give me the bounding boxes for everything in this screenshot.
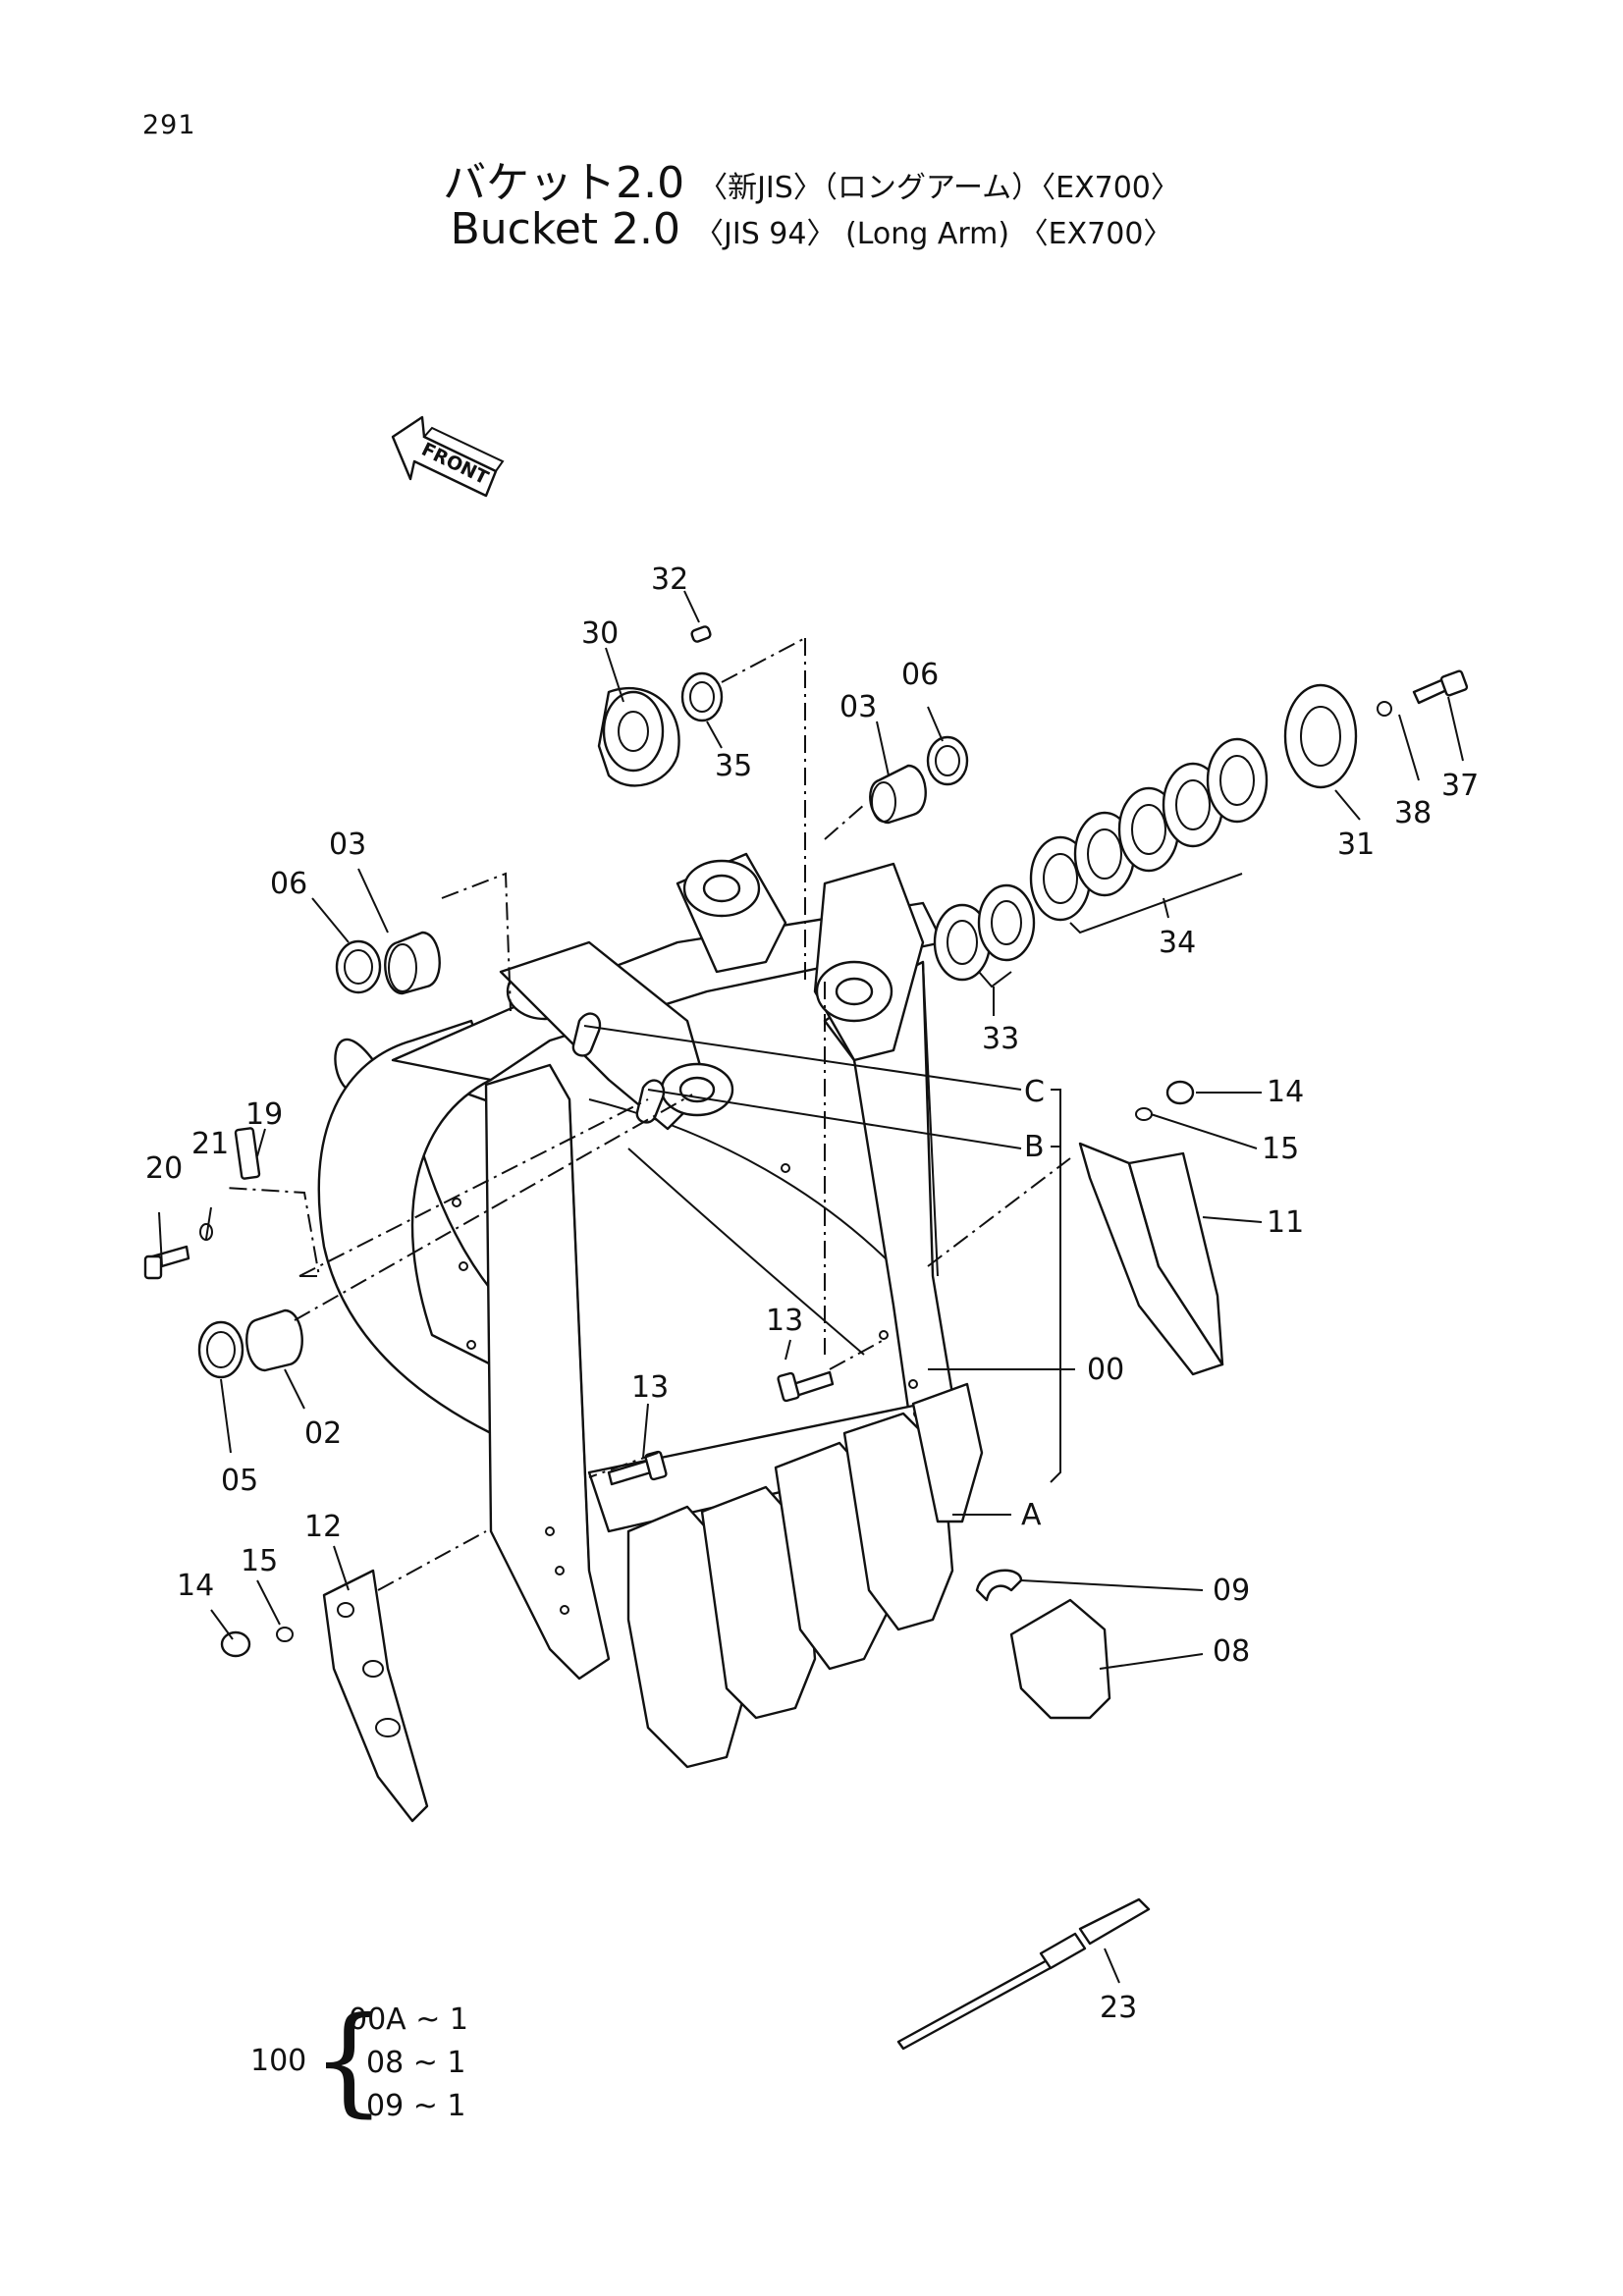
- title-en-main: Bucket 2.0: [450, 204, 681, 254]
- pin-assembly-top: [597, 625, 724, 787]
- kit-composition: 100 { 00A ~ 1 08 ~ 1 09 ~ 1: [250, 2002, 545, 2140]
- callout-23: 23: [1100, 1991, 1137, 2025]
- callout-33: 33: [982, 1022, 1019, 1056]
- callout-13-upper: 13: [766, 1304, 803, 1338]
- kit-item: 09 ~ 1: [366, 2089, 466, 2123]
- callout-09: 09: [1213, 1574, 1250, 1608]
- callout-38: 38: [1394, 796, 1432, 830]
- pin-assembly-left: [335, 931, 441, 995]
- callout-06-left: 06: [270, 867, 307, 901]
- bucket-teeth: [626, 1382, 984, 1769]
- title-english: Bucket 2.0 〈JIS 94〉 (Long Arm) 〈EX700〉: [0, 204, 1623, 254]
- side-cutter-right: [1078, 1080, 1224, 1376]
- callout-37: 37: [1441, 769, 1479, 803]
- spare-tooth: [975, 1569, 1111, 1720]
- front-arrow-icon: FRONT: [391, 415, 505, 498]
- bucket-body: [317, 852, 964, 1681]
- assembly-center-lines: [225, 637, 1071, 1591]
- callout-32: 32: [651, 562, 688, 597]
- callout-labels: 32 30 35 03 06 03 06 33 34 31 38 37 14 1…: [145, 562, 1479, 2025]
- callout-02: 02: [304, 1416, 342, 1451]
- callout-06-right: 06: [901, 658, 939, 692]
- kit-parent-number: 100: [250, 2044, 307, 2078]
- callout-15-left: 15: [241, 1544, 278, 1578]
- callout-c: C: [1024, 1075, 1045, 1109]
- callout-00: 00: [1087, 1353, 1124, 1387]
- callout-03-right: 03: [839, 690, 877, 724]
- shim-stack: [933, 669, 1469, 982]
- callout-34: 34: [1159, 926, 1196, 960]
- bolts-13: [607, 1370, 835, 1486]
- callout-12: 12: [304, 1510, 342, 1544]
- callout-35: 35: [715, 749, 752, 783]
- callout-30: 30: [581, 616, 619, 651]
- removal-tool: [896, 1897, 1151, 2051]
- callout-08: 08: [1213, 1634, 1250, 1669]
- kit-brace: {: [311, 1993, 387, 2129]
- kit-item: 00A ~ 1: [349, 2002, 468, 2037]
- pin-assembly-right: [869, 735, 969, 825]
- pin-assembly-lower-left: [143, 1127, 303, 1379]
- callout-19: 19: [245, 1097, 283, 1132]
- title-jp-tags: 〈新JIS〉（ロングアーム）〈EX700〉: [698, 171, 1180, 205]
- leader-lines: [158, 590, 1464, 1984]
- callout-11: 11: [1267, 1205, 1304, 1240]
- page-number: 291: [142, 110, 196, 140]
- kit-item: 08 ~ 1: [366, 2046, 466, 2080]
- callout-14-left: 14: [177, 1569, 214, 1603]
- title-jp-main: バケット2.0: [443, 158, 685, 208]
- callout-b: B: [1024, 1130, 1045, 1164]
- callout-15-right: 15: [1262, 1132, 1299, 1166]
- title-japanese: バケット2.0 〈新JIS〉（ロングアーム）〈EX700〉: [0, 147, 1623, 210]
- callout-21: 21: [191, 1127, 229, 1161]
- callout-13-lower: 13: [631, 1370, 669, 1405]
- callout-05: 05: [221, 1464, 258, 1498]
- callout-20: 20: [145, 1151, 183, 1186]
- side-cutter-left: [220, 1569, 429, 1823]
- callout-03-left: 03: [329, 828, 366, 862]
- callout-a: A: [1021, 1498, 1042, 1532]
- callout-31: 31: [1337, 828, 1375, 862]
- title-en-tags: 〈JIS 94〉 (Long Arm) 〈EX700〉: [694, 217, 1173, 251]
- callout-14-right: 14: [1267, 1075, 1304, 1109]
